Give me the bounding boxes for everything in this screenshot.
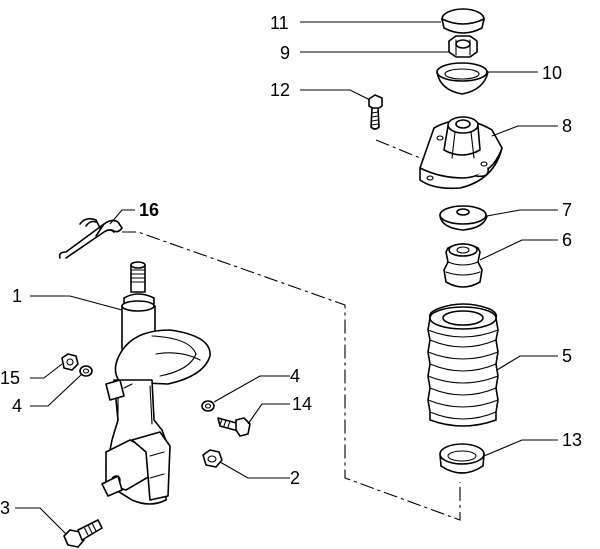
callout-1: 1 [12, 286, 22, 306]
callout-15: 15 [0, 368, 20, 388]
leader-15 [30, 363, 63, 379]
part-15-nut [61, 353, 79, 371]
part-13-lower-seat [439, 443, 485, 474]
callout-6: 6 [562, 230, 572, 250]
leader-1 [30, 295, 123, 311]
part-9-nut [448, 35, 478, 58]
callout-5: 5 [562, 346, 572, 366]
part-8-top-mount [419, 116, 503, 190]
part-5-dust-boot [427, 303, 499, 427]
leader-16 [109, 209, 135, 225]
callout-16: 16 [139, 200, 159, 220]
leader-lines [15, 21, 558, 535]
part-14-bolt [217, 417, 251, 437]
callout-labels: 11 9 10 12 8 16 7 6 1 5 15 4 4 14 13 2 3 [0, 13, 582, 518]
leader-14 [247, 403, 290, 425]
part-2-nut [202, 449, 223, 468]
assembly-axis-line [122, 231, 461, 521]
callout-9: 9 [280, 43, 290, 63]
leader-13 [483, 439, 558, 457]
callout-11: 11 [270, 13, 289, 33]
leader-2 [219, 461, 290, 479]
callout-7: 7 [562, 200, 572, 220]
callout-13: 13 [562, 430, 582, 450]
callout-3: 3 [0, 498, 10, 518]
leader-4-left [30, 373, 83, 407]
part-10-cup [436, 62, 489, 95]
part-1-strut [101, 261, 211, 505]
leader-5 [496, 355, 558, 371]
assembly-axis-top [375, 139, 431, 163]
callout-12: 12 [270, 80, 290, 100]
callout-10: 10 [542, 63, 562, 83]
leader-3 [15, 507, 67, 535]
leader-4-right [213, 375, 290, 403]
part-7-spring-seat [439, 205, 488, 231]
callout-8: 8 [562, 116, 572, 136]
callout-4-left: 4 [12, 396, 22, 416]
part-3-bolt [63, 519, 103, 548]
part-4-washer-left [79, 365, 93, 377]
part-11-cap [441, 8, 485, 34]
leader-12 [300, 89, 371, 101]
leader-7 [486, 209, 558, 217]
part-12-bolt [368, 94, 383, 130]
leader-6 [479, 239, 558, 261]
part-4-washer-right [201, 400, 215, 412]
callout-2: 2 [290, 468, 300, 488]
leader-8 [491, 125, 558, 137]
part-6-bump-stop [443, 243, 483, 288]
callout-14: 14 [292, 394, 312, 414]
callout-4-right: 4 [290, 366, 300, 386]
part-16-clip [58, 217, 123, 259]
